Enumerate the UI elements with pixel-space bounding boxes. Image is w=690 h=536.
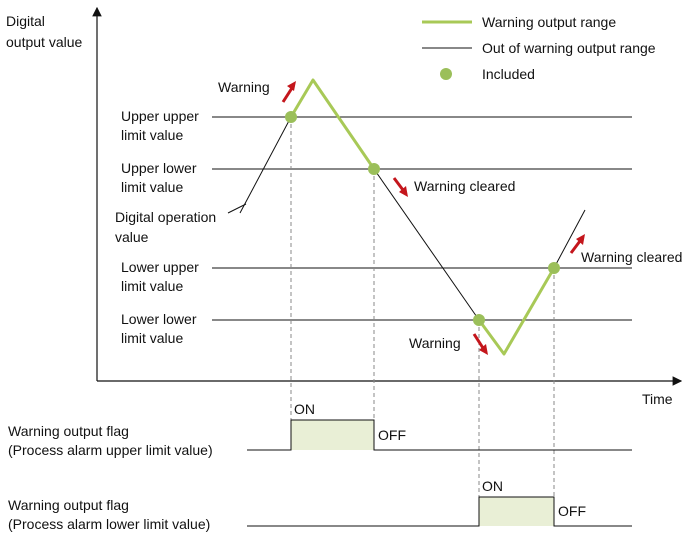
warning-label-bottom: Warning — [409, 335, 461, 351]
lower-upper-label-1: Lower upper — [121, 259, 199, 275]
lower-flag-on-region — [479, 497, 554, 526]
operation-label-2: value — [115, 229, 149, 245]
included-point — [548, 262, 560, 274]
lower-flag-title-1: Warning output flag — [8, 497, 129, 513]
lower-flag-signal — [247, 496, 632, 527]
warning-label-top: Warning — [218, 79, 270, 95]
legend-out-label: Out of warning output range — [482, 40, 656, 56]
upper-flag-title-1: Warning output flag — [8, 423, 129, 439]
upper-flag-title-2: (Process alarm upper limit value) — [8, 442, 213, 458]
warning-range-upper — [289, 78, 376, 170]
upper-upper-label-1: Upper upper — [121, 108, 199, 124]
lower-lower-label-2: limit value — [121, 330, 183, 346]
cleared-arrow-up — [569, 234, 585, 254]
cleared-arrow-down — [392, 177, 408, 197]
cleared-label-right: Warning cleared — [581, 249, 682, 265]
legend-included-label: Included — [482, 66, 535, 82]
lower-flag-title-2: (Process alarm lower limit value) — [8, 516, 210, 532]
warning-arrow-down — [472, 333, 488, 355]
cleared-label-mid: Warning cleared — [414, 178, 515, 194]
upper-lower-label-2: limit value — [121, 179, 183, 195]
y-axis-label-1: Digital — [6, 13, 45, 29]
operation-label-1: Digital operation — [115, 209, 216, 225]
lower-upper-label-2: limit value — [121, 278, 183, 294]
legend-warning-label: Warning output range — [482, 14, 616, 30]
lower-lower-label-1: Lower lower — [121, 311, 197, 327]
upper-flag-on-region — [291, 420, 374, 450]
included-point — [368, 163, 380, 175]
x-axis-label: Time — [642, 391, 673, 407]
included-point — [285, 111, 297, 123]
y-axis-label-2: output value — [6, 34, 82, 50]
warning-range-lower — [477, 267, 556, 356]
upper-flag-off-label: OFF — [378, 427, 406, 443]
upper-flag-on-label: ON — [294, 401, 315, 417]
upper-upper-label-2: limit value — [121, 127, 183, 143]
included-point — [473, 314, 485, 326]
upper-lower-label-1: Upper lower — [121, 160, 197, 176]
lower-flag-on-label: ON — [482, 478, 503, 494]
upper-flag-signal — [247, 419, 632, 451]
lower-flag-off-label: OFF — [558, 503, 586, 519]
warning-arrow-up — [281, 81, 296, 103]
operation-leader — [227, 203, 247, 214]
legend-included-dot — [440, 68, 452, 80]
